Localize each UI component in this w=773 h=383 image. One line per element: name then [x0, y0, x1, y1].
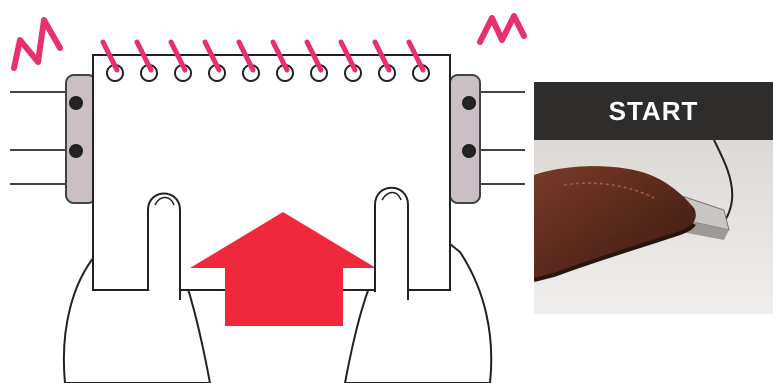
left-binding-bar — [66, 75, 96, 203]
start-label: START — [609, 96, 699, 127]
binding-machine-illustration — [0, 0, 530, 383]
zigzag-spring-icon — [14, 20, 60, 68]
zigzag-spring-icon — [480, 16, 524, 42]
left-thumb — [148, 194, 180, 301]
start-label-bar: START — [534, 82, 773, 140]
right-binding-bar — [450, 75, 480, 203]
foot-pedal-icon — [534, 140, 773, 314]
right-thumb — [375, 188, 408, 300]
foot-pedal-photo-panel: START — [534, 82, 773, 314]
